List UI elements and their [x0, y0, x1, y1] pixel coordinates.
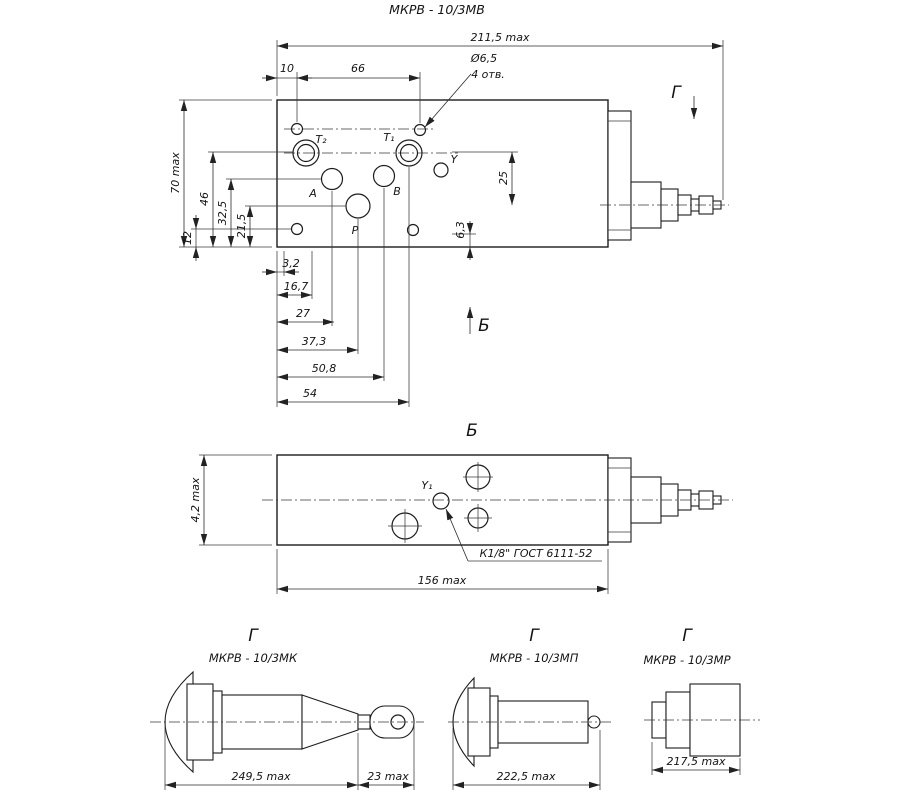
- mount-hole-bl: [290, 222, 304, 236]
- dim-hole-spacing: 66: [351, 62, 365, 75]
- dim-hole-dia: Ø6,5: [470, 52, 497, 65]
- variant-mp-name: МКРВ - 10/3МП: [490, 651, 579, 665]
- variant-mk: Г МКРВ - 10/3МК 249,5 max 23 max: [150, 626, 424, 790]
- dim-h12: 12: [181, 231, 194, 245]
- dim-section-height: 4,2 max: [189, 477, 202, 522]
- variant-mr: Г МКРВ - 10/3МР 217,5 max: [643, 626, 760, 775]
- mount-hole-tl: [290, 122, 304, 136]
- view-b-label: Б: [478, 316, 490, 336]
- port-t1-label: T₁: [383, 131, 394, 144]
- port-t2-label: T₂: [315, 133, 327, 146]
- dimensions-top: 211,5 max 10 66 Ø6,5 4 отв. 70 max 12 46…: [169, 31, 723, 406]
- dimensions-section: 156 max 4,2 max: [189, 454, 609, 594]
- port-t2: [292, 139, 320, 167]
- port-y: [433, 162, 449, 178]
- thread-note-leader: К1/8" ГОСТ 6111-52: [445, 508, 602, 562]
- dim-h32-5: 32,5: [216, 201, 229, 226]
- centerlines-top: [284, 128, 729, 206]
- dim-c3-2: 3,2: [282, 257, 300, 270]
- view-g-label: Г: [671, 83, 682, 103]
- valve-body-top: [276, 99, 609, 248]
- dim-h46: 46: [198, 192, 211, 206]
- variant-mk-name: МКРВ - 10/3МК: [209, 651, 298, 665]
- mount-hole-tr: [413, 123, 427, 137]
- dim-v6-3: 6,3: [454, 221, 467, 239]
- variant-mk-length: 249,5 max: [232, 770, 291, 783]
- section-b-title: Б: [466, 421, 478, 441]
- drawing-title: МКРВ - 10/3МВ: [389, 2, 485, 17]
- variant-mr-name: МКРВ - 10/3МР: [643, 653, 730, 667]
- variant-mr-length: 217,5 max: [667, 755, 726, 768]
- variant-mp-view-label: Г: [529, 626, 540, 646]
- port-a-label: A: [308, 187, 317, 200]
- dim-edge-to-hole: 10: [280, 62, 294, 75]
- dim-c54: 54: [303, 387, 317, 400]
- port-a: [320, 167, 344, 191]
- variant-mr-dims: 217,5 max: [651, 742, 741, 775]
- port-t1: [395, 139, 423, 167]
- dim-c16-7: 16,7: [284, 280, 309, 293]
- view-arrow-g: Г: [671, 83, 698, 119]
- port-b: [372, 164, 396, 188]
- variant-mk-view-label: Г: [248, 626, 259, 646]
- extension-lines-top: [179, 40, 724, 407]
- section-view-b: Б Y₁: [189, 421, 733, 594]
- variant-mp-length: 222,5 max: [497, 770, 556, 783]
- dim-c50-8: 50,8: [312, 362, 337, 375]
- dim-v25: 25: [497, 171, 510, 185]
- variant-mp: Г МКРВ - 10/3МП 222,5 max: [448, 626, 612, 790]
- dim-h21-5: 21,5: [235, 214, 248, 239]
- variant-mk-key-length: 23 max: [367, 770, 409, 783]
- dim-overall-height: 70 max: [169, 152, 182, 194]
- top-view: T₂ T₁ A B P Y: [169, 31, 729, 407]
- port-b-label: B: [393, 185, 401, 198]
- dim-hole-count: 4 отв.: [471, 68, 505, 81]
- port-y1-label: Y₁: [421, 479, 432, 492]
- variant-mk-dims: 249,5 max 23 max: [164, 726, 415, 790]
- dim-c37-3: 37,3: [302, 335, 327, 348]
- port-y-label: Y: [451, 153, 459, 166]
- adjuster-assembly-top: [607, 110, 722, 241]
- dim-section-width: 156 max: [418, 574, 467, 587]
- dim-overall-width: 211,5 max: [471, 31, 530, 44]
- view-arrow-b: Б: [466, 307, 490, 336]
- ports-top: T₂ T₁ A B P Y: [290, 122, 459, 237]
- port-y1: [432, 492, 450, 510]
- variant-mr-view-label: Г: [682, 626, 693, 646]
- dim-c27: 27: [296, 307, 310, 320]
- variant-mp-dims: 222,5 max: [452, 728, 601, 790]
- mount-hole-br: [406, 223, 420, 237]
- port-p-label: P: [352, 224, 359, 237]
- thread-note: К1/8" ГОСТ 6111-52: [480, 547, 593, 560]
- ports-section: Y₁: [388, 462, 493, 543]
